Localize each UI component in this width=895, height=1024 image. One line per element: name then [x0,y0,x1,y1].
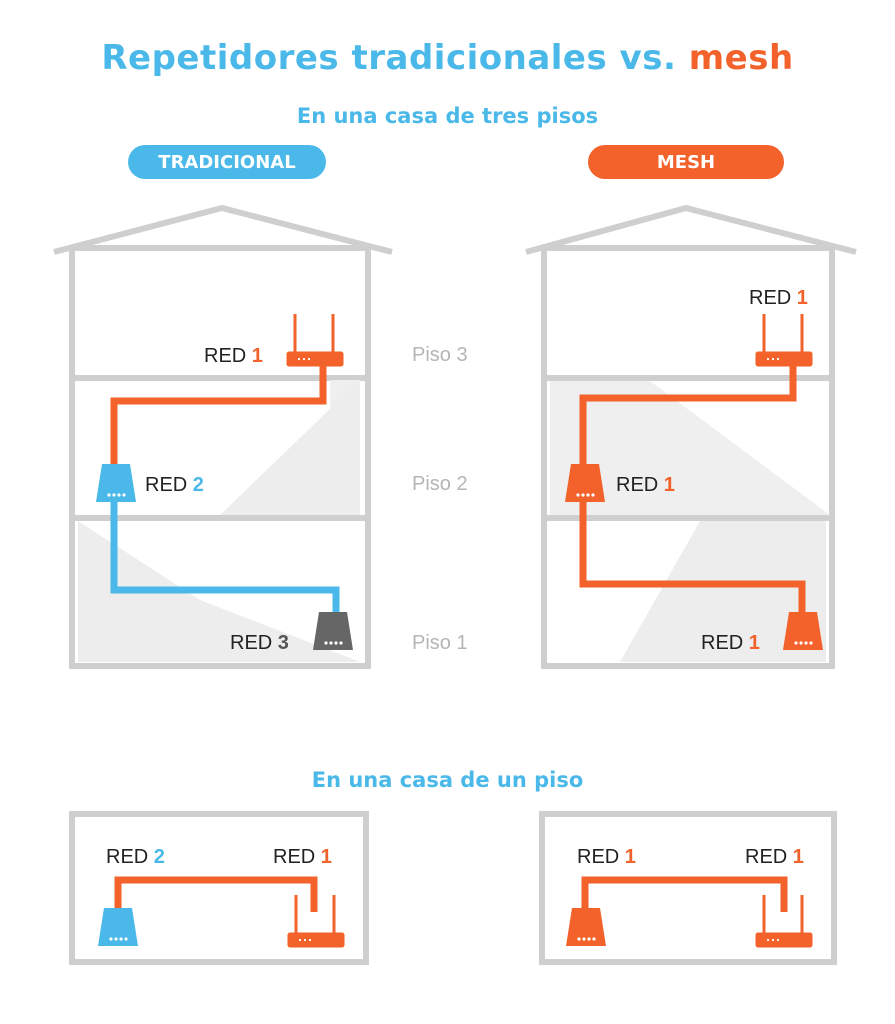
repeater-icon [313,612,353,650]
mesh-node-icon [566,908,606,946]
tab-mesh: MESH [588,145,784,179]
mesh-f1-label: RED 1 [701,632,760,654]
trad-flat-left-label: RED 2 [106,846,165,868]
traditional-house: RED 1 RED 2 RED 3 [53,204,393,669]
title-main: Repetidores tradicionales vs. [101,38,677,78]
trad-flat-right-label: RED 1 [273,846,332,868]
mesh-flat-left-label: RED 1 [577,846,636,868]
router-icon [754,312,814,368]
repeater-icon [96,464,136,502]
trad-f1-label: RED 3 [230,632,289,654]
one-floor-subtitle: En una casa de un piso [311,768,584,792]
three-floor-subtitle: En una casa de tres pisos [296,104,599,128]
trad-f2-label: RED 2 [145,474,204,496]
mesh-flat-right-label: RED 1 [745,846,804,868]
trad-f3-label: RED 1 [204,345,263,367]
floor-label-1: Piso 1 [412,632,468,654]
mesh-node-icon [783,612,823,650]
router-icon [285,312,345,368]
title-accent: mesh [688,38,794,78]
page-title: Repetidores tradicionales vs. mesh [0,38,895,78]
mesh-node-icon [565,464,605,502]
repeater-icon [98,908,138,946]
mesh-flat-house: RED 1 RED 1 [539,811,837,965]
tab-traditional: TRADICIONAL [128,145,326,179]
mesh-f3-label: RED 1 [749,287,808,309]
traditional-flat-house: RED 2 RED 1 [69,811,369,965]
floor-label-3: Piso 3 [412,344,468,366]
floor-label-2: Piso 2 [412,473,468,495]
mesh-house: RED 1 RED 1 RED 1 [525,204,857,669]
mesh-f2-label: RED 1 [616,474,675,496]
